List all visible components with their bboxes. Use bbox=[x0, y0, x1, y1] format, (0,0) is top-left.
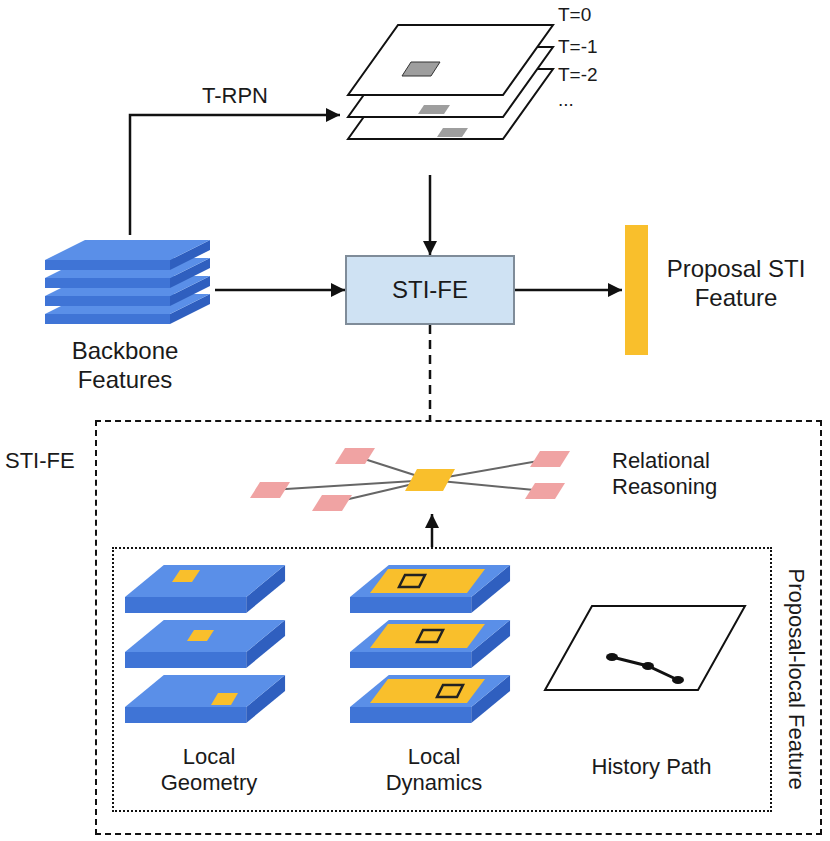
backbone-stack bbox=[45, 240, 210, 324]
group-box: STI-FERelational ReasoningProposal-local… bbox=[95, 420, 822, 835]
node-label: Local Dynamics bbox=[374, 744, 494, 797]
connector-arrow bbox=[515, 289, 622, 292]
node-label: Relational Reasoning bbox=[612, 448, 740, 501]
edge-label: T-RPN bbox=[199, 83, 271, 109]
connector-arrow bbox=[431, 514, 434, 547]
feature-stack: Local Dynamics bbox=[349, 564, 519, 799]
connector-arrow bbox=[429, 175, 432, 255]
connector-arrow bbox=[429, 325, 432, 420]
feature-stack: Backbone Features bbox=[35, 235, 215, 390]
proposal-frames bbox=[348, 25, 553, 139]
relation-graph: Relational Reasoning bbox=[217, 442, 742, 514]
yellow-bar bbox=[625, 225, 648, 355]
feature-stack: Local Geometry bbox=[124, 564, 294, 799]
node-label: ... bbox=[558, 89, 618, 112]
history-path-plot bbox=[545, 606, 745, 690]
path-plot: History Path bbox=[544, 604, 759, 799]
process-box: STI-FE bbox=[345, 255, 515, 325]
node-label: Proposal STI Feature bbox=[666, 255, 806, 313]
node-label: STI-FE bbox=[347, 276, 513, 305]
node-label: Backbone Features bbox=[55, 337, 195, 395]
node-label: STI-FE bbox=[5, 448, 91, 474]
group-box: Proposal-local FeatureLocal GeometryLoca… bbox=[112, 547, 772, 812]
connector-arrow bbox=[215, 289, 345, 292]
feature-bar: Proposal STI Feature bbox=[622, 222, 822, 358]
node-label: T=-2 bbox=[558, 64, 618, 87]
connector-arrow bbox=[130, 115, 340, 235]
local-geometry-stack bbox=[125, 565, 285, 723]
node-label: T=-1 bbox=[558, 36, 618, 59]
local-dynamics-stack bbox=[350, 565, 510, 723]
relation-graph bbox=[250, 448, 570, 511]
node-label: Proposal-local Feature bbox=[783, 544, 809, 814]
node-label: History Path bbox=[544, 754, 759, 780]
frame-stack: T=0T=-1T=-2... bbox=[340, 5, 620, 175]
node-label: T=0 bbox=[558, 4, 618, 27]
node-label: Local Geometry bbox=[149, 744, 269, 797]
